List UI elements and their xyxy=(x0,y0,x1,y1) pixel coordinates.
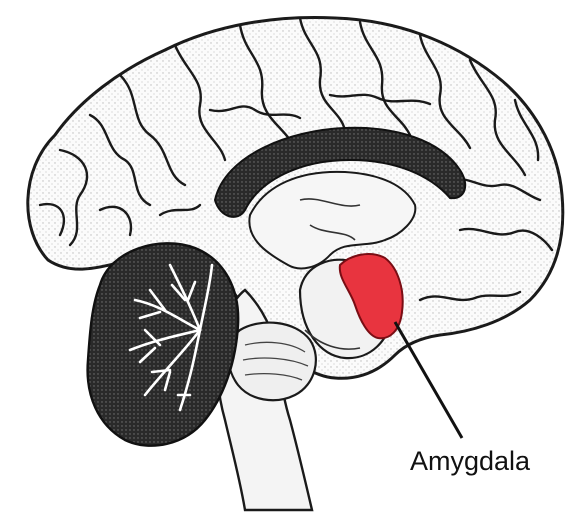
amygdala-label: Amygdala xyxy=(410,446,531,476)
amygdala-pointer-line xyxy=(395,322,462,438)
pons xyxy=(228,323,315,401)
cerebellum xyxy=(88,243,239,445)
